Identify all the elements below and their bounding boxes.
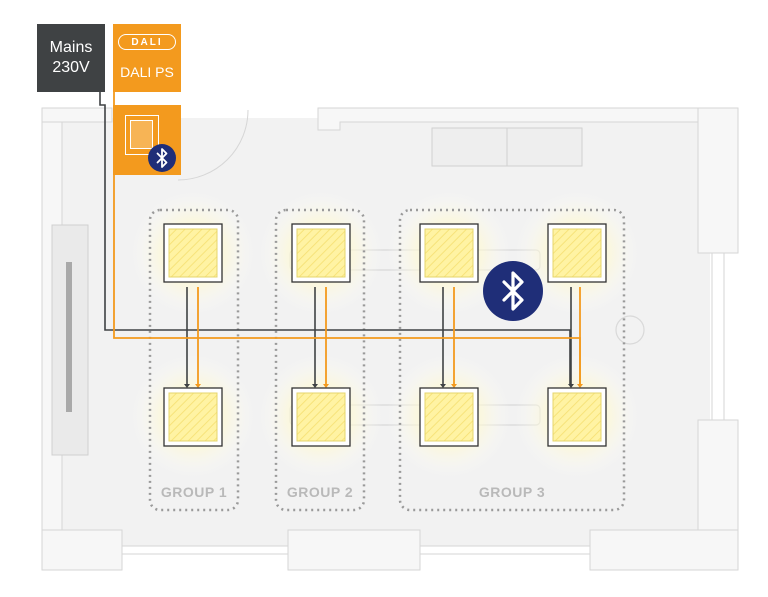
mains-wiring <box>99 92 572 384</box>
wall-switch-icon <box>125 115 159 155</box>
luminaire <box>291 223 351 283</box>
group-label-1: GROUP 1 <box>160 484 228 500</box>
group-1-outline <box>148 208 240 512</box>
luminaire <box>419 223 479 283</box>
bluetooth-icon <box>148 144 176 172</box>
bluetooth-icon <box>483 261 543 321</box>
controller-panel <box>113 105 181 175</box>
room-walls <box>41 107 739 571</box>
group-2-outline <box>274 208 366 512</box>
group-label-2: GROUP 2 <box>286 484 354 500</box>
luminaires <box>163 223 607 447</box>
dali-ps-label: DALI PS <box>120 64 174 80</box>
dali-logo: DALI <box>118 34 176 50</box>
group-label-3: GROUP 3 <box>478 484 546 500</box>
mains-panel: Mains 230V <box>37 24 105 92</box>
group-3-outline <box>398 208 626 512</box>
mains-wire-arrows <box>184 384 574 388</box>
dali-wiring <box>113 92 581 384</box>
luminaire <box>547 387 607 447</box>
luminaire <box>419 387 479 447</box>
luminaire <box>163 387 223 447</box>
dali-ps-panel: DALI DALI PS <box>113 24 181 92</box>
luminaire <box>163 223 223 283</box>
luminaire <box>547 223 607 283</box>
dali-wire-arrows <box>195 384 583 388</box>
dali-logo-text: DALI <box>131 36 163 48</box>
luminaire <box>291 387 351 447</box>
mains-label: Mains 230V <box>49 39 93 76</box>
